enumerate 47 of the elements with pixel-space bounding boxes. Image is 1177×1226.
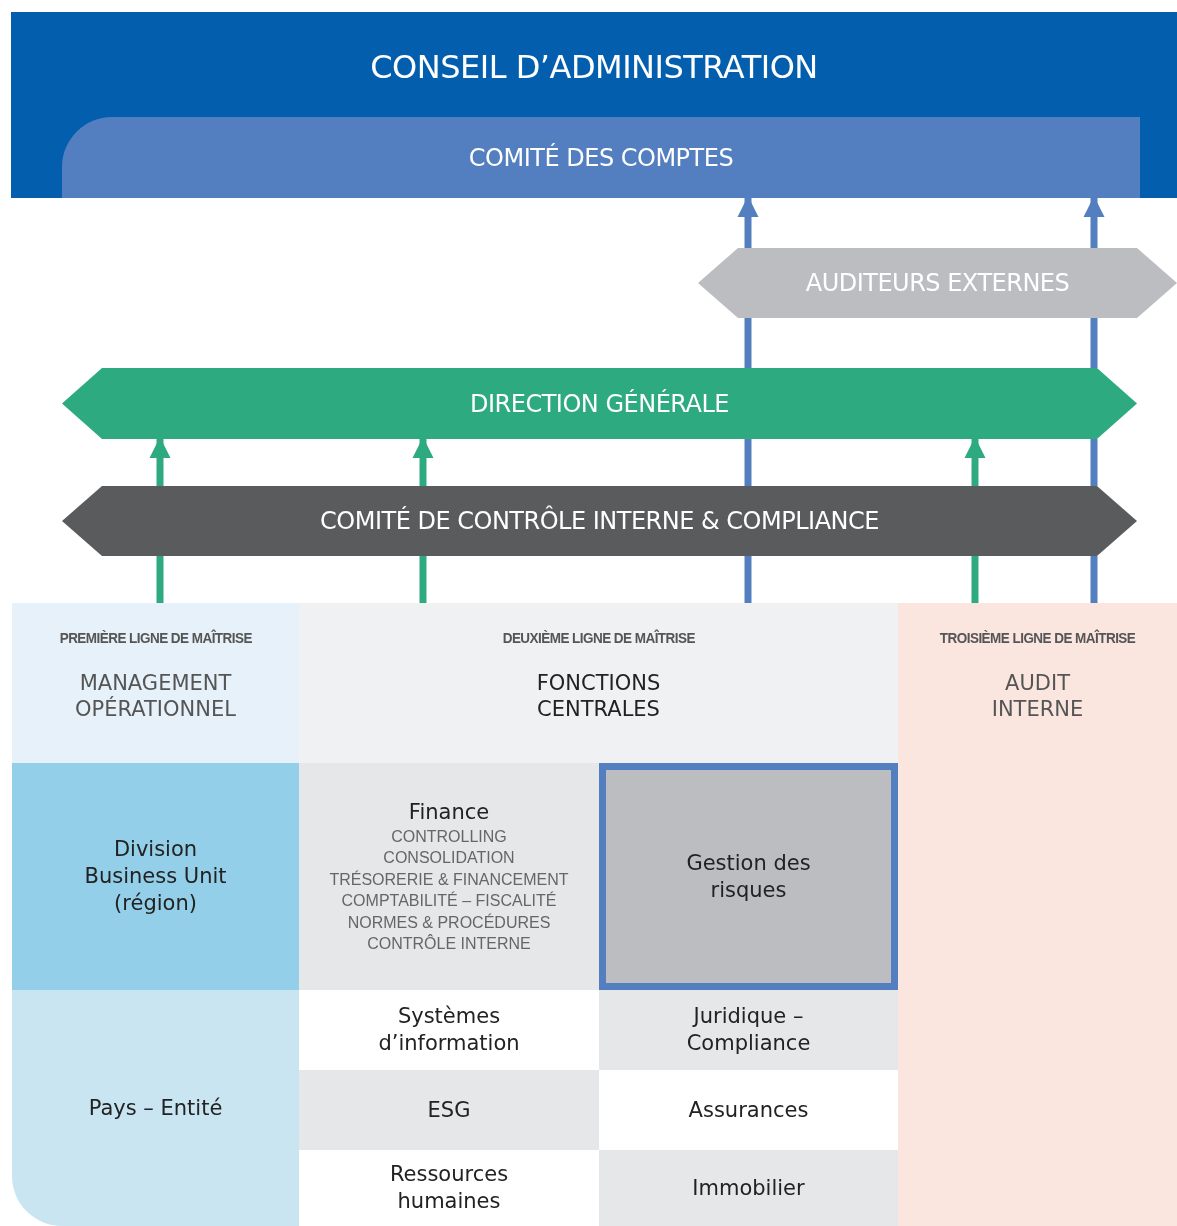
function-item: NORMES & PROCÉDURES [347, 912, 551, 933]
function-label: Assurances [688, 1096, 809, 1124]
arrow [149, 436, 171, 486]
function-item: CONTRÔLE INTERNE [367, 933, 531, 954]
column-title: FONCTIONS CENTRALES [535, 670, 662, 722]
column-title: MANAGEMENT OPÉRATIONNEL [74, 670, 237, 722]
hexagon-banner [62, 486, 1137, 556]
function-label: Juridique – Compliance [685, 1003, 812, 1057]
committee-title: COMITÉ DES COMPTES [468, 143, 734, 172]
arrow [737, 195, 759, 248]
banner-title: COMITÉ DE CONTRÔLE INTERNE & COMPLIANCE [320, 507, 879, 535]
column-header [299, 603, 898, 763]
hexagon-banner [62, 368, 1137, 439]
banner-title: DIRECTION GÉNÉRALE [470, 389, 729, 418]
function-cell [599, 990, 898, 1070]
function-cell [299, 763, 599, 990]
function-cell [599, 1150, 898, 1226]
function-label: Gestion des risques [685, 849, 812, 904]
column-header [12, 603, 299, 763]
function-label: Pays – Entité [88, 1094, 223, 1122]
function-label: Immobilier [692, 1174, 805, 1202]
function-label: Division Business Unit (région) [83, 836, 228, 917]
function-label: Ressources humaines [388, 1161, 510, 1215]
function-item: CONTROLLING [391, 826, 507, 847]
function-label: Systèmes d’information [377, 1003, 521, 1057]
function-cell [12, 990, 299, 1226]
function-cell [12, 763, 299, 990]
column-title: AUDIT INTERNE [990, 670, 1085, 722]
column-heading: PREMIÈRE LIGNE DE MAÎTRISE [59, 629, 252, 646]
function-label: ESG [427, 1096, 471, 1124]
function-item: TRÉSORERIE & FINANCEMENT [329, 869, 569, 890]
arrow [1083, 195, 1105, 248]
function-title: Finance [408, 798, 490, 826]
column-heading: TROISIÈME LIGNE DE MAÎTRISE [939, 629, 1136, 646]
highlighted-cell [599, 763, 898, 990]
banner-title: AUDITEURS EXTERNES [805, 269, 1070, 297]
committee-tab [62, 117, 1140, 198]
header-band [11, 12, 1177, 198]
column-header [898, 603, 1177, 1226]
hexagon-banner [698, 248, 1177, 318]
column-heading: DEUXIÈME LIGNE DE MAÎTRISE [502, 629, 695, 646]
function-cell [299, 1070, 599, 1150]
function-item: CONSOLIDATION [383, 848, 515, 868]
arrow [964, 436, 986, 486]
board-title: CONSEIL D’ADMINISTRATION [370, 48, 818, 86]
function-item: COMPTABILITÉ – FISCALITÉ [341, 890, 557, 911]
arrow [412, 436, 434, 486]
